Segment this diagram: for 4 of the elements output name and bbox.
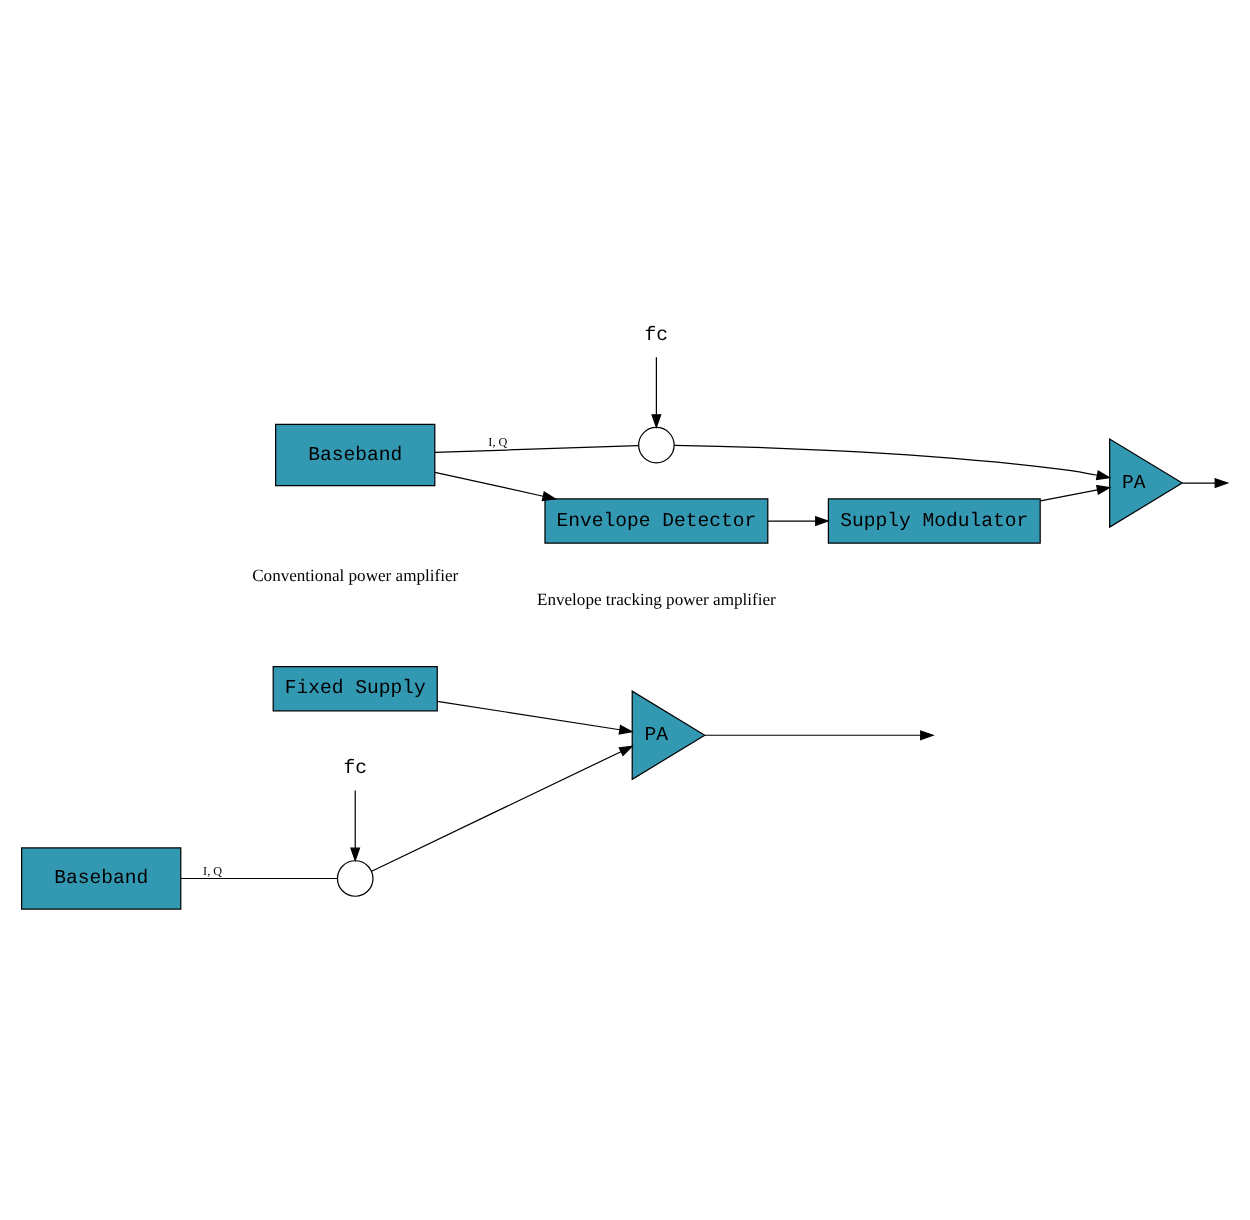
node-text: fc (644, 322, 669, 345)
label: Envelope tracking power amplifier (537, 588, 776, 609)
node-text: fc (343, 755, 367, 778)
label: Conventional power amplifier (252, 563, 459, 584)
